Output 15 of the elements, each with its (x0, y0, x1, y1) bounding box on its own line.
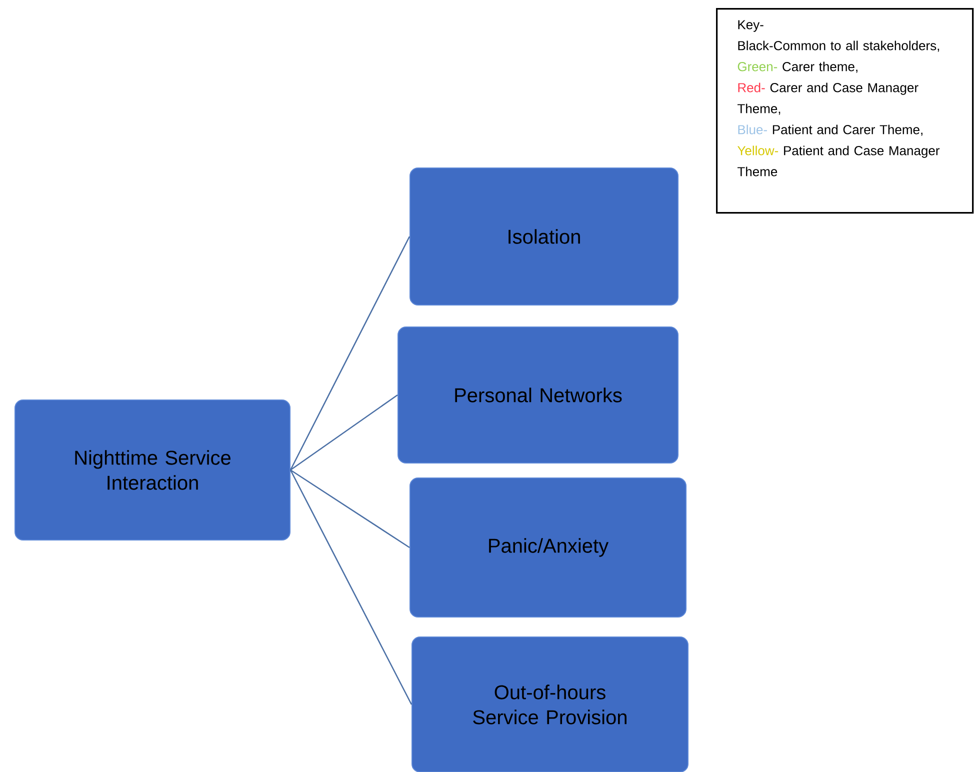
key-entry: Red- Carer and Case Manager Theme, (738, 82, 918, 115)
key-heading: Key- (738, 20, 764, 32)
process-box: Out-of-hours Service Provision (412, 636, 688, 772)
key-entry: Black-Common to all stakeholders, (738, 40, 940, 52)
process-box: Personal Networks (398, 326, 678, 464)
connector-line (290, 469, 410, 548)
connector-line (290, 236, 410, 470)
connector-line (290, 394, 398, 471)
process-box: Isolation (410, 168, 678, 306)
key-entry: Yellow- Patient and Case Manager Theme (738, 146, 940, 176)
process-box: Nighttime Service Interaction (14, 400, 290, 540)
key-entry: Green- Carer theme, (738, 62, 858, 73)
key-entry: Blue- Patient and Carer Theme, (738, 124, 922, 136)
process-box: Panic/Anxiety (410, 478, 686, 618)
connector-line (290, 470, 412, 705)
